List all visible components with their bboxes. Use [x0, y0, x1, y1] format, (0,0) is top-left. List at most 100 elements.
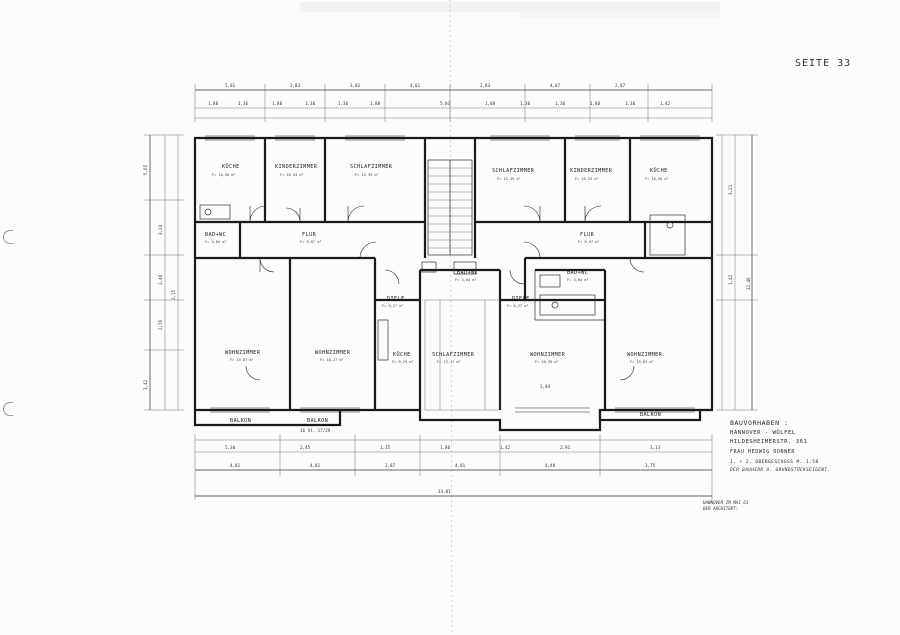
dimension-lines-top [194, 84, 713, 122]
dim-label: 1,86 [440, 445, 451, 450]
room-name: SCHLAFZIMMER [492, 168, 535, 174]
title-block: BAUVORHABEN : HANNOVER - WÜLFEL HILDESHE… [730, 420, 880, 474]
room-area: F= 10,53 m² [575, 177, 599, 181]
room-area: F= 20,99 m² [535, 360, 559, 364]
room-area: F= 3,84 m² [455, 278, 477, 282]
owner-signature-line: DER BAUHERR U. GRUNDSTÜCKSEIGENT. [730, 468, 831, 474]
dim-label: 5,65 [143, 164, 148, 175]
dim-label: 2,87 [615, 83, 626, 88]
room-area: F= 15,39 m² [497, 177, 521, 181]
dim-label: 4,01 [310, 463, 321, 468]
fixtures [199, 204, 686, 361]
room-area: F= 6,07 m² [300, 240, 322, 244]
room-name: FLUR [580, 232, 595, 238]
outer-walls [193, 136, 714, 432]
client-name: FRAU HEDWIG DONNER [730, 448, 795, 455]
dim-label: 2,83 [480, 83, 491, 88]
project-street: HILDESHEIMERSTR. 361 [730, 439, 808, 446]
room-name: BAD+WC [457, 270, 478, 276]
interior-walls [195, 138, 712, 410]
dim-label: 12,46 [746, 277, 751, 290]
dim-label-total: 33,01 [438, 489, 451, 494]
room-name: KÜCHE [393, 351, 411, 358]
dim-label: 1,46 [158, 274, 163, 285]
dim-label: 1,36 [555, 101, 566, 106]
room-area: F= 3,84 m² [205, 240, 227, 244]
dim-label: 2,91 [560, 445, 571, 450]
room-name: WOHNZIMMER [315, 350, 351, 356]
dim-label: 5,30 [225, 445, 236, 450]
dim-label: 2,83 [290, 83, 301, 88]
dim-label: 1,42 [500, 445, 511, 450]
dim-label: 2,84 [540, 384, 551, 389]
room-area: F= 13,17 m² [437, 360, 461, 364]
room-name: WOHNZIMMER [530, 352, 566, 358]
stairwell [424, 159, 501, 411]
page-number-label: SEITE 33 [795, 58, 852, 69]
dimension-labels: 5,01 2,83 3,01 4,01 2,83 4,87 2,87 1,88 … [143, 83, 751, 494]
room-area: F= 10,58 m² [212, 173, 236, 177]
dim-label: 3,42 [143, 379, 148, 390]
room-name: SCHLAFZIMMER [432, 352, 475, 358]
room-name: WOHNZIMMER [225, 350, 261, 356]
room-name: KINDERZIMMER [570, 168, 613, 174]
dim-label: 2,45 [300, 445, 311, 450]
dim-label: 3,24 [158, 224, 163, 235]
dim-label: 1,88 [370, 101, 381, 106]
dim-label: 1,88 [272, 101, 283, 106]
dim-label: 1,88 [208, 101, 219, 106]
dim-label: 1,36 [305, 101, 316, 106]
dim-label: 2,76 [158, 319, 163, 330]
dim-label: 1,88 [485, 101, 496, 106]
room-area: F= 3,84 m² [567, 278, 589, 282]
dim-label: 3,13 [650, 445, 661, 450]
room-name: BALKON [230, 418, 251, 424]
dimension-lines-bottom [194, 434, 713, 500]
room-name: BAD+WC [567, 270, 588, 276]
dimension-lines-right [716, 134, 758, 411]
room-area: F= 15,39 m² [355, 173, 379, 177]
room-name: DIELE [387, 296, 405, 302]
room-area: F= 19,87 m² [230, 358, 254, 362]
dim-label: 2,87 [385, 463, 396, 468]
dim-label: 1,36 [238, 101, 249, 106]
stair-note: 16 St. 17/29 [300, 428, 331, 433]
dim-label: 3,21 [728, 184, 733, 195]
date-line: HANNOVER IM MAI 61 [703, 500, 749, 505]
architect-label: DER ARCHITEKT: [703, 505, 739, 511]
room-name: SCHLAFZIMMER [350, 164, 393, 170]
room-area: F= 6,07 m² [578, 240, 600, 244]
room-area: F= 10,53 m² [280, 173, 304, 177]
dim-label: 5,03 [440, 101, 451, 106]
project-label: BAUVORHABEN : [730, 419, 789, 427]
room-labels: KÜCHE F= 10,58 m² KINDERZIMMER F= 10,53 … [205, 163, 669, 424]
floor-and-scale: 1. + 2. OBERGESCHOSS M. 1:50 [730, 459, 819, 465]
room-name: DIELE [512, 296, 530, 302]
dim-label: 1,35 [380, 445, 391, 450]
windows [205, 135, 700, 413]
project-location: HANNOVER - WÜLFEL [730, 429, 796, 436]
dim-label: 4,01 [410, 83, 421, 88]
architect-signature-block: HANNOVER IM MAI 61 DER ARCHITEKT: [703, 500, 748, 512]
dim-label: 4,87 [550, 83, 561, 88]
dim-label: 1,42 [728, 274, 733, 285]
room-area: F= 6,27 m² [382, 304, 404, 308]
dim-label: 3,75 [645, 463, 656, 468]
dimension-lines-left [144, 134, 184, 411]
room-area: F= 19,82 m² [630, 360, 654, 364]
dim-label: 5,01 [225, 83, 236, 88]
dim-label: 1,36 [338, 101, 349, 106]
room-name: WOHNZIMMER [627, 352, 663, 358]
room-name: KÜCHE [650, 167, 668, 174]
room-name: KÜCHE [222, 163, 240, 170]
room-name: FLUR [302, 232, 317, 238]
dim-label: 1,42 [660, 101, 671, 106]
punch-hole [3, 230, 13, 244]
dim-label: 4,01 [455, 463, 466, 468]
room-name: BAD+WC [205, 232, 226, 238]
room-area: F= 6,27 m² [507, 304, 529, 308]
dim-label: 4,40 [545, 463, 556, 468]
scan-noise [300, 0, 720, 635]
